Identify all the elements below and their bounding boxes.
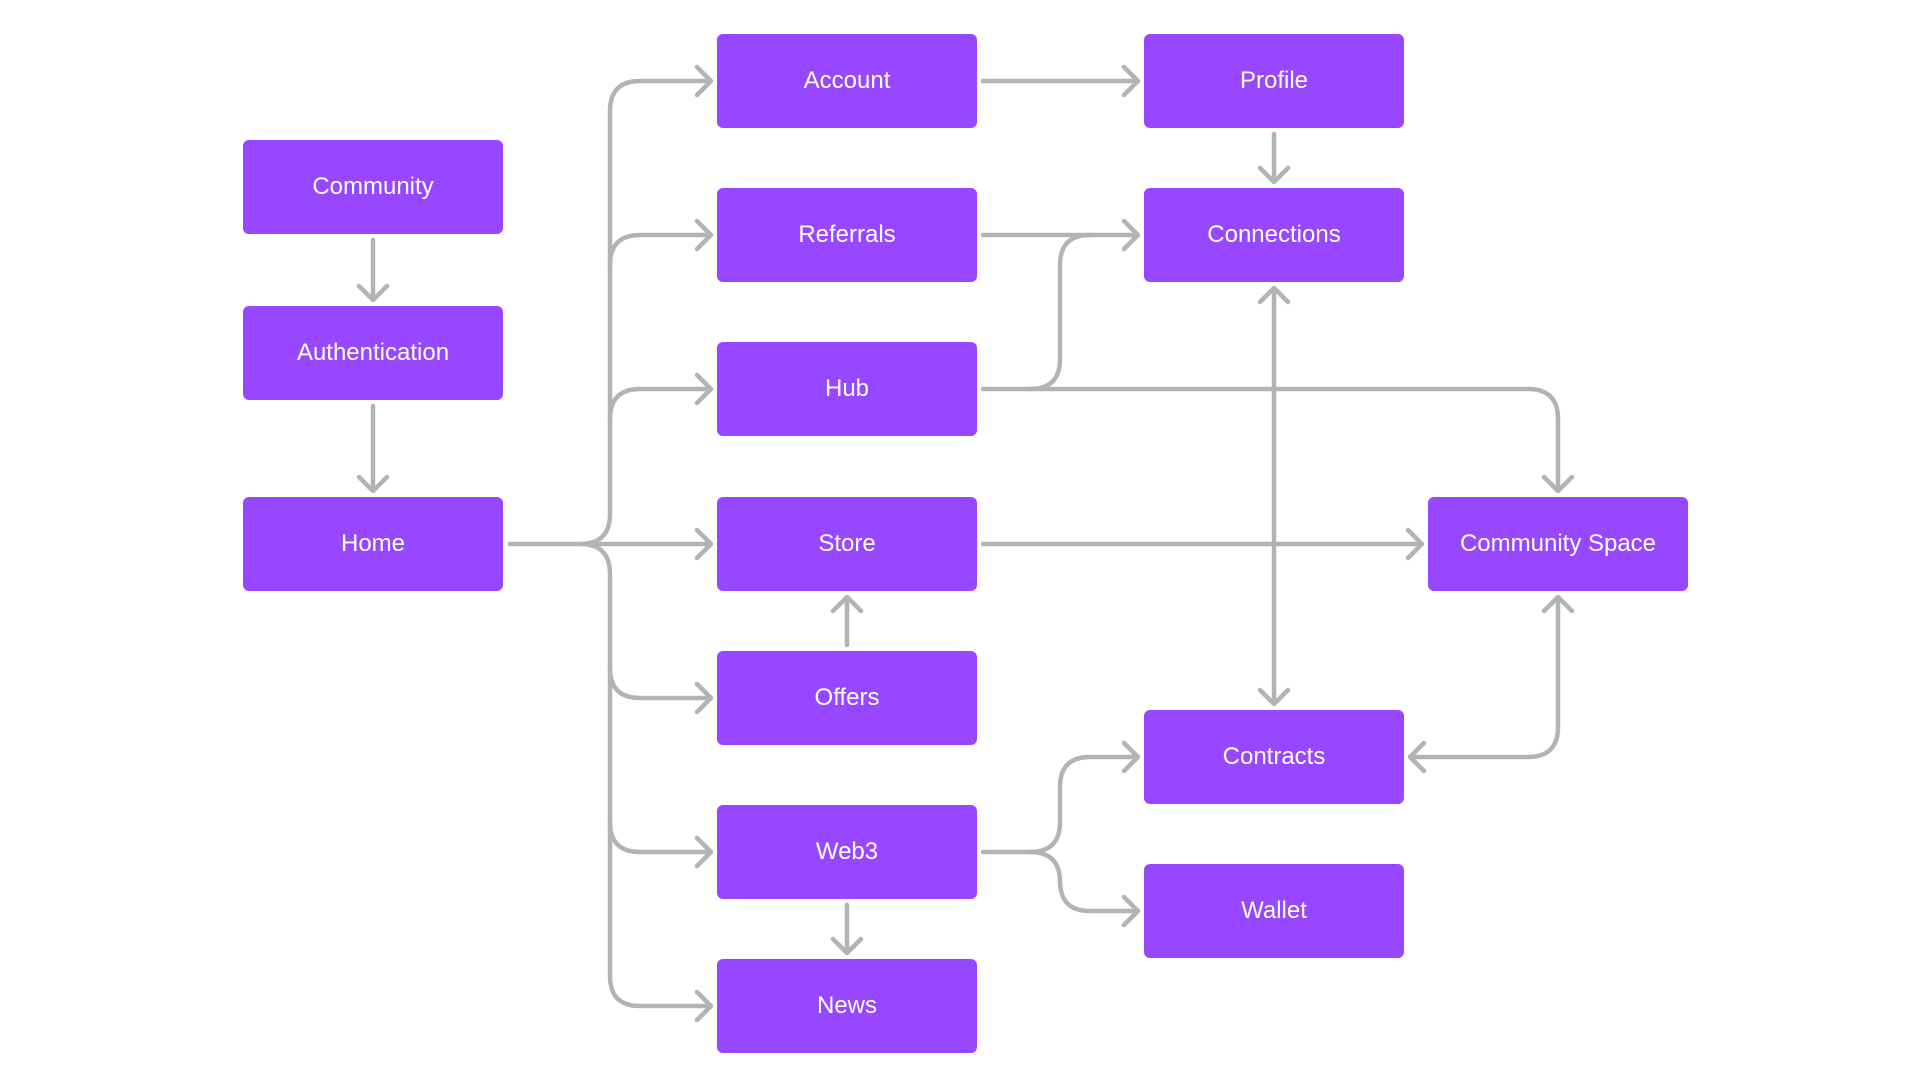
node-label: Connections [1207,221,1341,248]
node-label: Profile [1239,67,1309,94]
connector-account-profile [980,64,1141,98]
connector-hub-community-space [1027,386,1575,494]
connector-web3-wallet [1027,849,1141,928]
node-label: Hub [824,375,870,402]
connector-offers-store [830,594,864,648]
node-referrals: Referrals [717,188,977,282]
node-offers: Offers [717,651,977,745]
node-label: Contracts [1222,743,1326,770]
connector-home-store [577,527,714,561]
connector-home-web3 [607,819,714,869]
node-label: Authentication [296,339,450,366]
node-label: Home [340,530,406,557]
connector-referrals-connections [980,218,1141,252]
node-wallet: Wallet [1144,864,1404,958]
node-label: News [816,992,877,1019]
node-label: Wallet [1241,897,1307,924]
node-community-space: Community Space [1428,497,1688,591]
node-authentication: Authentication [243,306,503,400]
node-label: Community [312,173,434,200]
connector-web3-contracts [980,740,1141,855]
node-label: Store [818,530,876,557]
connector-contracts-community-space [1407,594,1575,774]
node-hub: Hub [717,342,977,436]
connector-home-referrals [607,218,714,268]
node-web3: Web3 [717,805,977,899]
node-label: Offers [814,684,880,711]
node-store: Store [717,497,977,591]
connector-home-lower-trunk [577,541,714,1023]
connector-web3-news [830,902,864,956]
node-profile: Profile [1144,34,1404,128]
connector-store-community-space [980,527,1425,561]
connector-community-authentication [356,237,390,303]
node-label: Web3 [815,838,879,865]
node-connections: Connections [1144,188,1404,282]
connector-profile-connections [1257,131,1291,185]
node-label: Referrals [798,221,896,248]
connector-hub-connections [980,232,1093,392]
connector-connections-contracts [1257,285,1291,707]
node-account: Account [717,34,977,128]
node-home: Home [243,497,503,591]
node-community: Community [243,140,503,234]
connector-home-offers [607,665,714,715]
node-label: Community Space [1459,530,1657,557]
connector-home-hub [607,372,714,422]
connector-authentication-home [356,403,390,494]
node-label: Account [803,67,891,94]
connector-home-trunk [507,64,714,547]
node-news: News [717,959,977,1053]
node-contracts: Contracts [1144,710,1404,804]
